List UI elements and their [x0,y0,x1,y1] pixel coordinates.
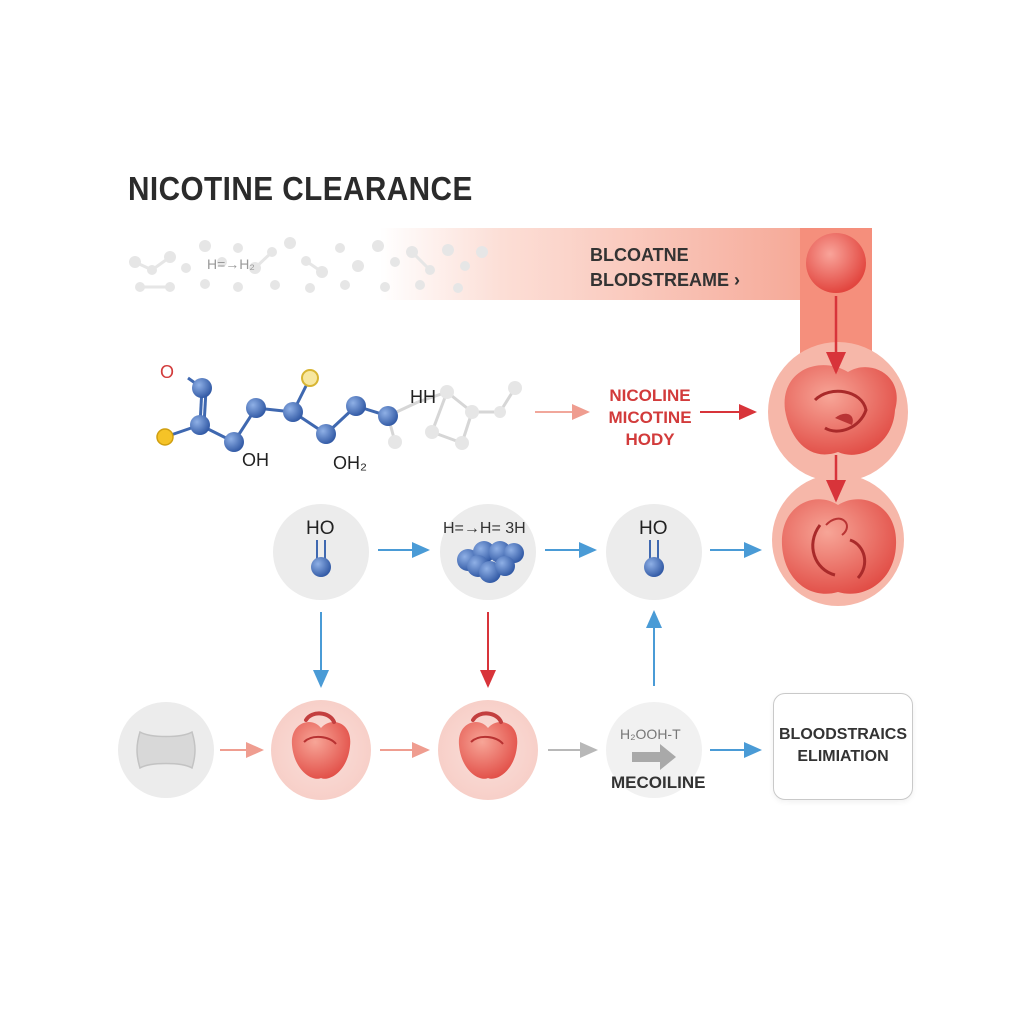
node-1 [273,504,369,600]
node-4-caption: MECOILINE [611,773,706,792]
banner-label-line2: BLODSTREAME › [590,270,740,290]
organ-lower [772,474,904,606]
organ-icon-1 [291,721,351,779]
atom-label-oh: OH [242,450,269,470]
organ-icon-2 [458,721,518,779]
node-1-atom [311,557,331,577]
nicotine-molecule [156,369,522,452]
process-arrow-icon [632,744,676,770]
mid-label-line2: MICOTINE [608,408,692,427]
node-2-label: H=→H= 3H [443,520,526,537]
node-3 [606,504,702,600]
mid-label-line1: NICOLINE [609,386,691,405]
atom-label-oh2: OH₂ [333,453,367,473]
banner-label-line1: BLCOATNE [590,245,689,265]
node-3-label: HO [639,518,668,539]
callout-line2: ELIMIATION [797,748,889,765]
node-4 [606,702,702,798]
atom-label-o: O [160,362,175,382]
organ-upper [768,342,908,482]
node-1-label: HO [306,518,335,539]
page-title: NICOTINE CLEARANCE [128,170,473,207]
faded-molecule-bonds [134,250,432,289]
mid-label-line3: HODY [625,430,675,449]
red-ball [806,233,866,293]
callout-line1: BLOODSTRAICS [779,726,907,743]
node-3-atom [644,557,664,577]
atom-label-hh: HH [410,387,436,407]
node-4-label: H₂OOH-T [620,726,681,742]
node-2-atom-cluster [457,541,524,583]
top-band [129,228,870,300]
elimination-callout: BLOODSTRAICS ELIMIATION [773,693,913,800]
bone-icon [136,730,196,770]
faded-formula-label: H=→H₂ [207,256,255,272]
